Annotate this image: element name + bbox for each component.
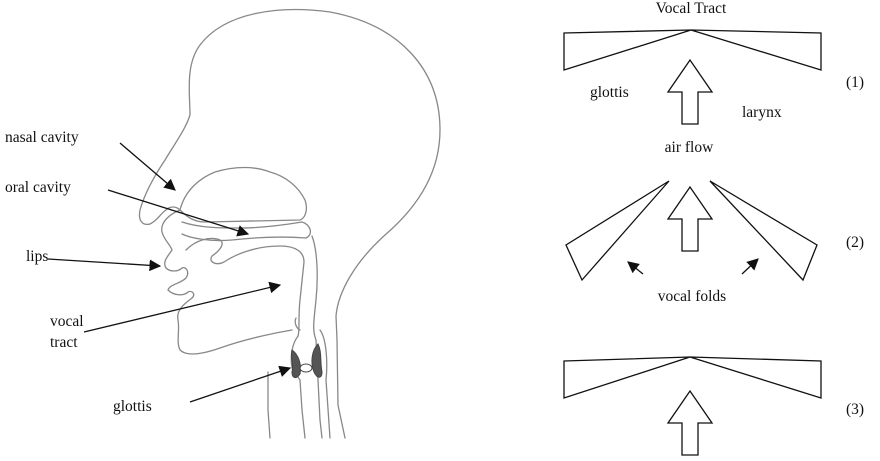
- stage-3-fold-right: [690, 357, 821, 398]
- glottis-fold-left: [291, 350, 300, 378]
- nose-outline: [162, 210, 180, 268]
- stage-3: (3): [564, 357, 864, 455]
- label-step-2: (2): [846, 234, 864, 251]
- tongue-outline: [186, 238, 304, 336]
- chin-outline: [178, 298, 292, 354]
- label-step-1: (1): [846, 74, 864, 91]
- label-step-3: (3): [846, 401, 864, 418]
- stage-3-airflow-arrow: [668, 391, 712, 455]
- glottis-opening: [300, 364, 312, 372]
- stage-2-airflow-arrow: [668, 187, 712, 251]
- arrow-glottis: [190, 368, 290, 402]
- label-lips: lips: [26, 248, 48, 265]
- label-oral-cavity: oral cavity: [5, 179, 71, 196]
- arrow-nasal-cavity: [120, 143, 175, 190]
- palate-outline: [182, 222, 310, 241]
- stage-1-airflow-arrow: [668, 60, 712, 124]
- head-cross-section: [139, 10, 440, 438]
- stage-1: glottis larynx (1): [564, 30, 864, 124]
- stage-2-fold-right: [710, 181, 817, 280]
- label-larynx: larynx: [742, 104, 782, 121]
- stage-2: vocal folds (2): [566, 181, 864, 305]
- neck-front: [268, 372, 270, 438]
- trachea-outline: [320, 330, 330, 438]
- arrow-vocal-fold-right: [742, 259, 758, 274]
- nasal-cavity-outline: [180, 168, 306, 223]
- stage-1-fold-right: [691, 30, 821, 70]
- lips-outline: [166, 268, 194, 298]
- arrow-oral-cavity: [108, 190, 248, 234]
- label-nasal-cavity: nasal cavity: [5, 129, 79, 146]
- label-glottis-right: glottis: [590, 84, 629, 101]
- arrow-vocal-tract: [84, 285, 280, 332]
- label-vocal: vocal: [50, 313, 84, 330]
- label-tract: tract: [50, 334, 78, 351]
- arrow-lips: [48, 259, 160, 266]
- stage-3-fold-left: [564, 357, 690, 398]
- label-vocal-tract-title: Vocal Tract: [656, 0, 727, 17]
- glottis-fold-right: [312, 344, 322, 377]
- stage-2-fold-left: [566, 181, 669, 280]
- stage-1-fold-left: [564, 30, 691, 70]
- label-glottis-left: glottis: [113, 398, 152, 415]
- label-air-flow: air flow: [665, 139, 714, 156]
- label-vocal-folds: vocal folds: [658, 288, 726, 305]
- pharynx-outline: [312, 236, 322, 438]
- arrow-vocal-fold-left: [628, 262, 643, 274]
